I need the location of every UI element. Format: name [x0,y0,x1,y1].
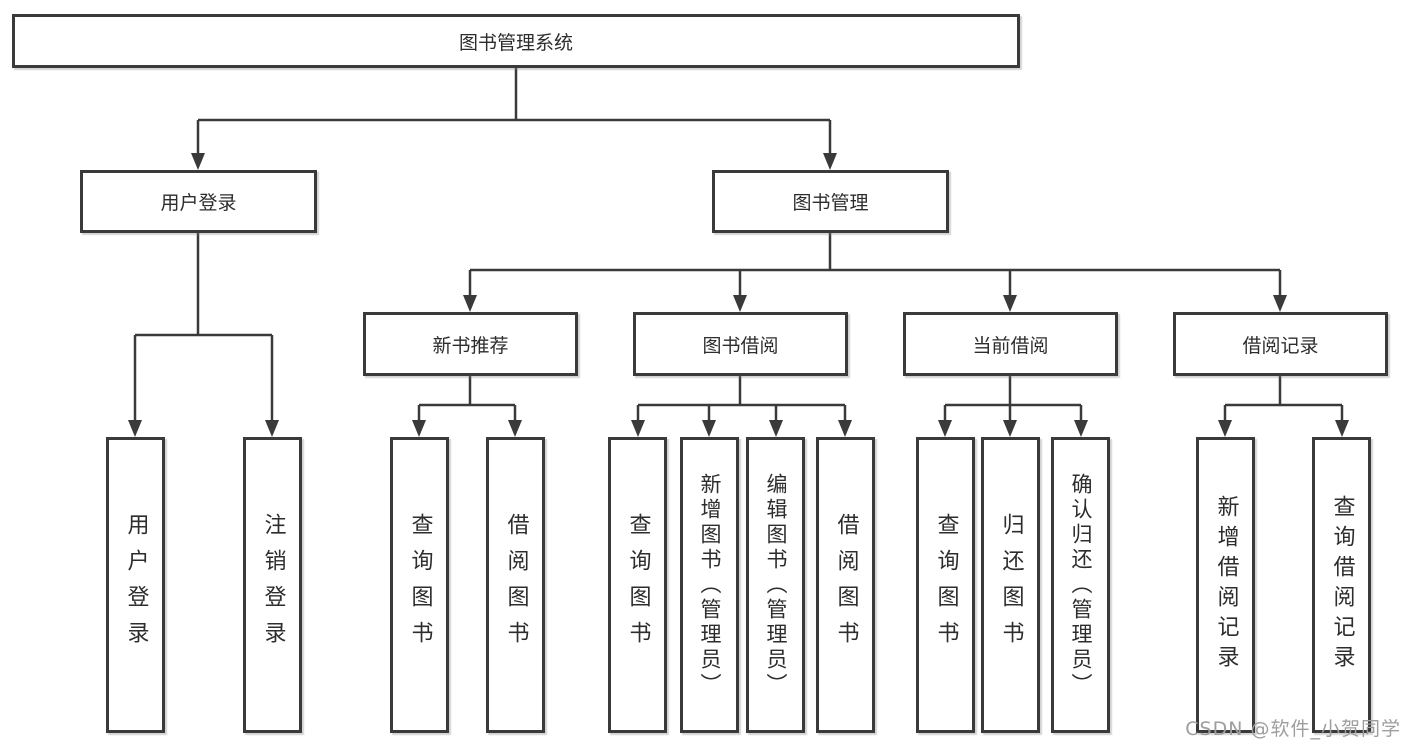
node-leaf-query-borrow-record: 查询借阅记录 [1312,437,1371,733]
node-label: 新书推荐 [432,334,509,357]
node-leaf-add-borrow-record: 新增借阅记录 [1196,437,1255,733]
node-leaf-edit-books-admin: 编辑图书（管理员） [746,437,805,733]
node-borrow-records: 借阅记录 [1173,312,1388,376]
node-root-system: 图书管理系统 [12,14,1020,68]
node-label: 当前借阅 [972,334,1049,357]
node-leaf-query-books-rec: 查询图书 [390,437,449,733]
node-leaf-query-books-bb: 查询图书 [608,437,667,733]
node-label: 图书借阅 [702,334,779,357]
node-leaf-logout: 注销登录 [243,437,302,733]
node-label: 查询图书 [933,513,959,657]
node-label: 查询图书 [625,513,651,657]
node-leaf-borrow-books-bb: 借阅图书 [816,437,875,733]
node-leaf-query-books-cb: 查询图书 [916,437,975,733]
node-label: 确认归还（管理员） [1069,472,1093,698]
node-current-borrow: 当前借阅 [903,312,1118,376]
node-label: 用户登录 [160,192,237,214]
node-user-login: 用户登录 [80,170,317,233]
node-label: 图书管理系统 [458,31,573,54]
node-label: 借阅图书 [833,513,859,657]
node-label: 查询借阅记录 [1329,495,1355,675]
node-label: 借阅图书 [503,513,529,657]
connector-shafts [133,68,1344,423]
node-label: 注销登录 [260,513,286,657]
node-book-management: 图书管理 [712,170,949,233]
node-label: 借阅记录 [1242,334,1319,357]
csdn-watermark: CSDN @软件_小贺同学 [1185,718,1401,740]
node-leaf-confirm-return-admin: 确认归还（管理员） [1051,437,1110,733]
node-label: 查询图书 [407,513,433,657]
node-label: 新增图书（管理员） [698,472,722,698]
node-leaf-user-login: 用户登录 [106,437,165,733]
node-label: 新增借阅记录 [1213,495,1239,675]
node-label: 图书管理 [792,192,869,214]
node-leaf-add-books-admin: 新增图书（管理员） [680,437,739,733]
arrowhead-icons [128,153,1349,437]
node-leaf-return-books: 归还图书 [981,437,1040,733]
node-label: 编辑图书（管理员） [764,472,788,698]
node-label: 用户登录 [123,513,149,657]
node-book-borrow: 图书借阅 [633,312,848,376]
node-new-book-recommend: 新书推荐 [363,312,578,376]
node-leaf-borrow-books-rec: 借阅图书 [486,437,545,733]
node-label: 归还图书 [998,513,1024,657]
